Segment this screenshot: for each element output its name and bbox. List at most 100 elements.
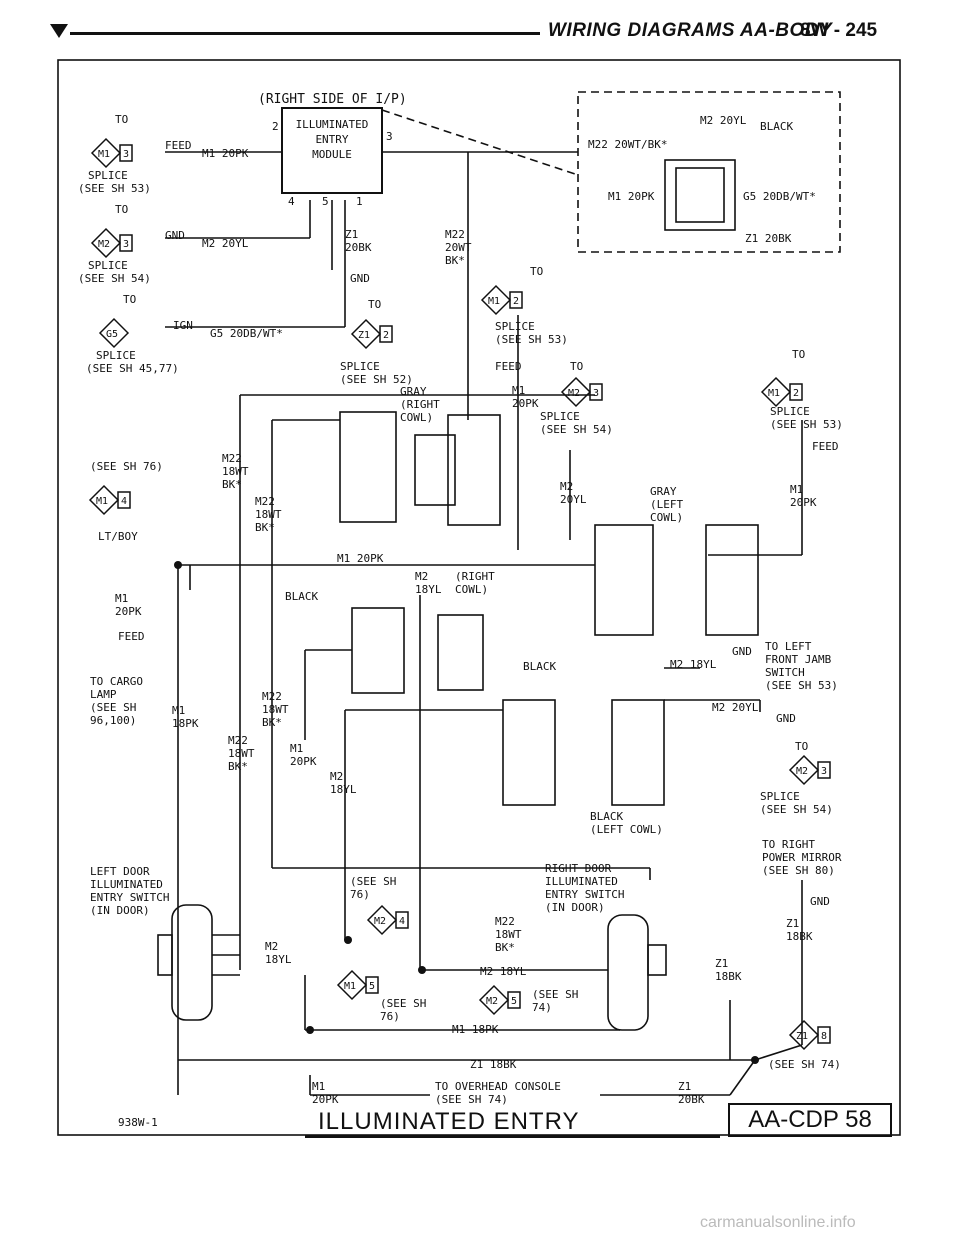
- footer-underline: [305, 1135, 720, 1138]
- ref-box: [789, 383, 803, 401]
- label-m22-18wt-d-2: BK*: [228, 760, 248, 773]
- label-z1-20bk-bot-0: Z1: [678, 1080, 691, 1093]
- label-m1-20pk-c-0: M1: [290, 742, 303, 755]
- tc-wire-5: G5 20DB/WT*: [743, 190, 816, 203]
- label-right-door-1: ILLUMINATED: [545, 875, 618, 888]
- label-see-sh74a-0: (SEE SH: [532, 988, 578, 1001]
- footer-title: ILLUMINATED ENTRY: [318, 1108, 580, 1135]
- label-gray-left-0: GRAY: [650, 485, 677, 498]
- label-m1-20pk-r-0: M1: [790, 483, 803, 496]
- label-m1-20pk-0: M1: [512, 384, 525, 397]
- left-splice-2-see: (SEE SH 45,77): [86, 362, 179, 375]
- label-black-left-0: BLACK: [590, 810, 623, 823]
- module-pin-5: 5: [322, 195, 329, 208]
- label-splice54c-0: SPLICE: [760, 790, 800, 803]
- label-splice54b-0: SPLICE: [540, 410, 580, 423]
- ref-box: [817, 1026, 831, 1044]
- ref-box: [119, 234, 133, 252]
- ref-m2-3r-num: 3: [821, 766, 827, 777]
- label-right-door-0: RIGHT DOOR: [545, 862, 612, 875]
- ref-m1-4-num: 4: [121, 496, 127, 507]
- label-m1-20pk-r-1: 20PK: [790, 496, 817, 509]
- ref-m1-2r: M1 2: [760, 376, 803, 408]
- ref-box: [509, 291, 523, 309]
- left-splice-1-ref-code: M2: [98, 239, 110, 250]
- ref-m2-4-num: 4: [399, 916, 405, 927]
- left-splice-2-to: TO: [123, 293, 136, 306]
- label-m1-20pk-c-1: 20PK: [290, 755, 317, 768]
- left-splice-0-ref: M1 3: [90, 137, 133, 169]
- tc-wire-2: BLACK: [760, 120, 793, 133]
- label-left-door-3: (IN DOOR): [90, 904, 150, 917]
- label-black2: BLACK: [523, 660, 556, 673]
- ref-z1-8: Z1 8: [788, 1019, 831, 1051]
- label-m22-20wt-1: 20WT: [445, 241, 472, 254]
- left-splice-0-ref-num: 3: [123, 149, 129, 160]
- tc-wire-4: M1 20PK: [608, 190, 655, 203]
- label-m22-18wt-e-1: 18WT: [495, 928, 522, 941]
- label-m2-20yl-0: M2: [560, 480, 573, 493]
- ref-box: [365, 976, 379, 994]
- label-m1-20pk-mid: M1 20PK: [337, 552, 384, 565]
- ref-m2-3-code: M2: [568, 388, 580, 399]
- label-left-jamb-1: FRONT JAMB: [765, 653, 832, 666]
- label-splice53b-0: SPLICE: [495, 320, 535, 333]
- ref-m1-2r-code: M1: [768, 388, 780, 399]
- label-z1-20bk-bot-1: 20BK: [678, 1093, 705, 1106]
- label-z1-18bk-a-0: Z1: [786, 917, 799, 930]
- label-m22-18wt-b-1: 18WT: [255, 508, 282, 521]
- label-z1-20bk-1: 20BK: [345, 241, 372, 254]
- ref-m1-2-code: M1: [488, 296, 500, 307]
- label-m22-18wt-a-0: M22: [222, 452, 242, 465]
- label-m1-20pk-l-0: M1: [115, 592, 128, 605]
- label-right-cowl-1: COWL): [455, 583, 488, 596]
- label-black1: BLACK: [285, 590, 318, 603]
- ref-z1-8-num: 8: [821, 1031, 827, 1042]
- module-pin-4: 4: [288, 195, 295, 208]
- label-gnd-r: GND: [732, 645, 752, 658]
- top-label: (RIGHT SIDE OF I/P): [258, 92, 407, 107]
- label-left-door-1: ILLUMINATED: [90, 878, 163, 891]
- left-splice-1-see: (SEE SH 54): [78, 272, 151, 285]
- label-m22-18wt-d-1: 18WT: [228, 747, 255, 760]
- label-m2-18yl-l-1: 18YL: [265, 953, 292, 966]
- tc-wire-1: M2 20YL: [700, 114, 747, 127]
- header-triangle-icon: [50, 24, 68, 38]
- label-m22-18wt-c-1: 18WT: [262, 703, 289, 716]
- ref-m2-4: M2 4: [366, 904, 409, 936]
- label-gray-left-1: (LEFT: [650, 498, 683, 511]
- module-name-3: MODULE: [312, 148, 352, 161]
- label-right-cowl-0: (RIGHT: [455, 570, 495, 583]
- label-m22-18wt-a-2: BK*: [222, 478, 242, 491]
- label-gray-right-1: (RIGHT: [400, 398, 440, 411]
- label-z1-18bk-b-1: 18BK: [715, 970, 742, 983]
- label-mirror-2: (SEE SH 80): [762, 864, 835, 877]
- module-name-1: ILLUMINATED: [296, 118, 369, 131]
- left-splice-0-label: SPLICE: [88, 169, 128, 182]
- ref-box: [817, 761, 831, 779]
- ref-m2-4-code: M2: [374, 916, 386, 927]
- label-gray-left-2: COWL): [650, 511, 683, 524]
- label-see-sh76b-0: (SEE SH: [350, 875, 396, 888]
- label-to-m2-3b: TO: [795, 740, 808, 753]
- ref-m1-2r-num: 2: [793, 388, 799, 399]
- left-splice-2-label: SPLICE: [96, 349, 136, 362]
- header-title: WIRING DIAGRAMS AA-BODY: [548, 20, 833, 41]
- ref-box: [507, 991, 521, 1009]
- label-m22-18wt-b-2: BK*: [255, 521, 275, 534]
- ref-z1-8-code: Z1: [796, 1031, 808, 1042]
- left-splice-0-ref-code: M1: [98, 149, 110, 160]
- label-z1-18bk-b-0: Z1: [715, 957, 728, 970]
- label-left-door-0: LEFT DOOR: [90, 865, 150, 878]
- label-m1-20pk-bot-0: M1: [312, 1080, 325, 1093]
- left-splice-1-to: TO: [115, 203, 128, 216]
- left-splice-2-ref: G5: [98, 317, 130, 349]
